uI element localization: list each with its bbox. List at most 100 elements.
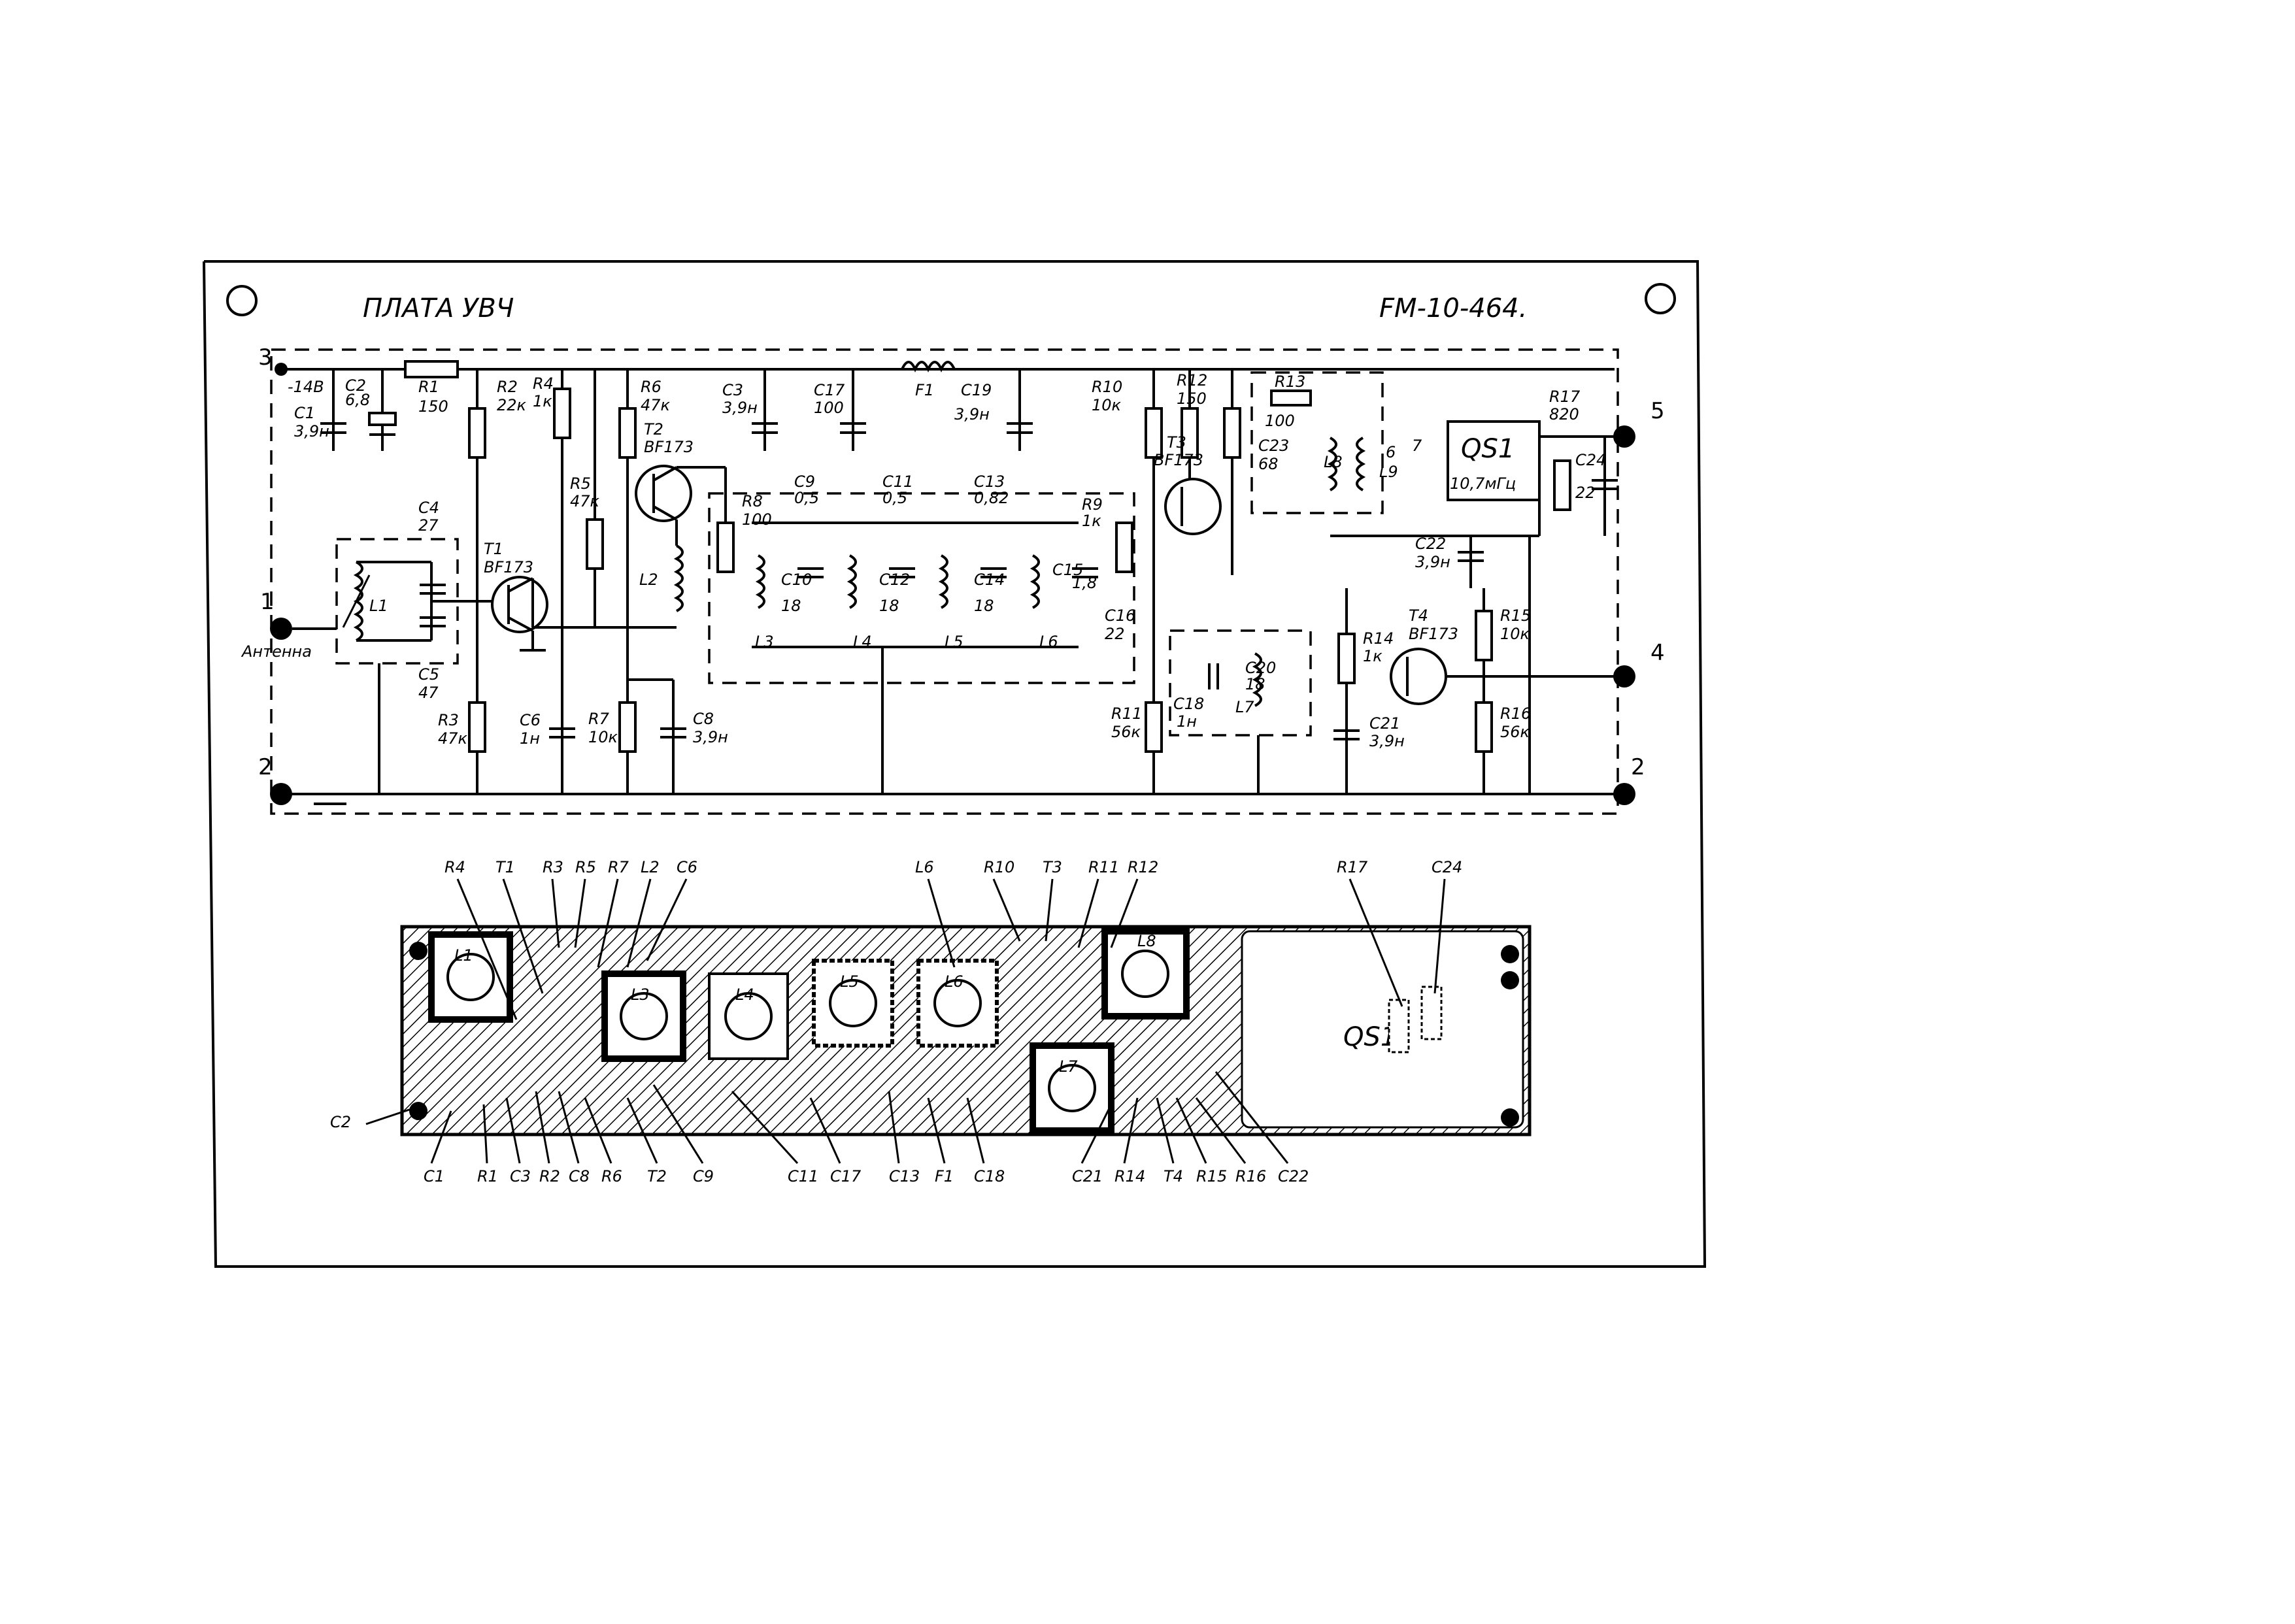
r1-value: 150 bbox=[418, 397, 448, 416]
t4-type: BF173 bbox=[1409, 625, 1458, 643]
r2-value: 22к bbox=[497, 396, 527, 414]
c2-value: 6,8 bbox=[345, 391, 370, 409]
svg-text:T1: T1 bbox=[495, 858, 515, 876]
r14-resistor bbox=[1337, 633, 1356, 684]
pcb-labels-bottom: C1 R1 C3 R2 C8 R6 T2 C9 C11 C17 C13 F1 C… bbox=[330, 1113, 1309, 1185]
svg-text:L6: L6 bbox=[1039, 633, 1058, 651]
board-code: FM-10-464. bbox=[1379, 293, 1527, 323]
if-filter-shield bbox=[1250, 371, 1384, 514]
svg-text:C3: C3 bbox=[510, 1167, 531, 1185]
pcb-leader-lines-bottom bbox=[365, 1071, 1289, 1165]
l7-label: L7 bbox=[1235, 698, 1254, 716]
c19-label: C19 bbox=[961, 381, 992, 399]
svg-text:L3: L3 bbox=[755, 633, 774, 651]
supply-label: -14В bbox=[288, 378, 324, 396]
c11-value: 0,5 bbox=[882, 489, 907, 507]
svg-text:L7: L7 bbox=[1059, 1057, 1078, 1076]
board-title: ПЛАТА УВЧ bbox=[363, 293, 514, 323]
c6-label: C6 bbox=[520, 711, 541, 729]
svg-text:R17: R17 bbox=[1337, 858, 1368, 876]
svg-text:R11: R11 bbox=[1088, 858, 1119, 876]
terminal-4: 4 bbox=[1613, 640, 1665, 688]
svg-text:R16: R16 bbox=[1235, 1167, 1266, 1185]
r7-value: 10к bbox=[588, 728, 618, 746]
r3-resistor bbox=[468, 701, 486, 753]
c23-label: C23 bbox=[1258, 437, 1289, 455]
c11-label: C11 bbox=[882, 472, 913, 491]
r5-resistor bbox=[586, 518, 604, 570]
svg-text:L5: L5 bbox=[945, 633, 963, 651]
r4-resistor bbox=[553, 388, 571, 439]
svg-text:R2: R2 bbox=[539, 1167, 560, 1185]
r12-label: R12 bbox=[1177, 371, 1207, 389]
svg-text:C9: C9 bbox=[693, 1167, 714, 1185]
coil-can-l7: L7 bbox=[1030, 1042, 1114, 1134]
svg-text:18: 18 bbox=[879, 597, 899, 615]
qs1-value: 10,7мГц bbox=[1450, 474, 1516, 493]
svg-text:L3: L3 bbox=[631, 986, 650, 1004]
r10-resistor bbox=[1145, 407, 1163, 459]
svg-text:R4: R4 bbox=[444, 858, 465, 876]
svg-text:5: 5 bbox=[1650, 398, 1665, 424]
c2-label: C2 bbox=[345, 376, 366, 395]
r8-label: R8 bbox=[742, 492, 763, 510]
c18-value: 1н bbox=[1177, 712, 1197, 731]
svg-text:C18: C18 bbox=[974, 1167, 1005, 1185]
svg-text:R6: R6 bbox=[601, 1167, 622, 1185]
pin6-label: 6 bbox=[1386, 443, 1396, 461]
l1-shield bbox=[335, 538, 459, 665]
r8-resistor bbox=[716, 522, 735, 573]
svg-text:L8: L8 bbox=[1137, 932, 1156, 950]
r11-resistor bbox=[1145, 701, 1163, 753]
c8-value: 3,9н bbox=[693, 728, 728, 746]
c1-label: C1 bbox=[294, 404, 315, 422]
r11-value: 56к bbox=[1111, 723, 1141, 741]
c6-value: 1н bbox=[520, 729, 540, 748]
r15-resistor bbox=[1475, 610, 1493, 661]
r10-label: R10 bbox=[1092, 378, 1122, 396]
r3-label: R3 bbox=[438, 711, 459, 729]
r5-label: R5 bbox=[570, 474, 591, 493]
svg-text:R7: R7 bbox=[608, 858, 629, 876]
r6-label: R6 bbox=[641, 378, 662, 396]
r9-label: R9 bbox=[1082, 495, 1103, 514]
c24-label: C24 bbox=[1575, 451, 1606, 469]
r16-label: R16 bbox=[1500, 704, 1531, 723]
svg-text:C15: C15 bbox=[1052, 561, 1083, 579]
svg-text:2: 2 bbox=[1631, 754, 1645, 780]
svg-text:C22: C22 bbox=[1278, 1167, 1309, 1185]
t3-transistor bbox=[1164, 478, 1222, 535]
c19-value: 3,9н bbox=[954, 405, 990, 423]
svg-text:R1: R1 bbox=[477, 1167, 498, 1185]
t2-type: BF173 bbox=[644, 438, 694, 456]
r6-resistor bbox=[618, 407, 637, 459]
t4-label: T4 bbox=[1409, 606, 1428, 625]
r5-value: 47к bbox=[570, 492, 600, 510]
svg-text:L4: L4 bbox=[735, 986, 754, 1004]
svg-text:2: 2 bbox=[258, 754, 273, 780]
svg-text:3: 3 bbox=[258, 344, 273, 371]
svg-text:F1: F1 bbox=[935, 1167, 954, 1185]
qs1-footprint bbox=[1241, 930, 1524, 1129]
t1-label: T1 bbox=[484, 540, 503, 558]
c17-label: C17 bbox=[814, 381, 845, 399]
r17-value: 820 bbox=[1549, 405, 1579, 423]
r13-resistor bbox=[1223, 407, 1241, 459]
svg-text:18: 18 bbox=[974, 597, 994, 615]
r6-value: 47к bbox=[641, 396, 671, 414]
svg-text:L6: L6 bbox=[945, 972, 963, 991]
svg-text:L2: L2 bbox=[641, 858, 660, 876]
r12-resistor bbox=[1181, 407, 1199, 459]
svg-text:R12: R12 bbox=[1128, 858, 1158, 876]
pcb-label-left: C2 bbox=[330, 1113, 351, 1131]
svg-text:T3: T3 bbox=[1043, 858, 1062, 876]
l4-tank: C12 18 L4 bbox=[846, 554, 915, 651]
r16-value: 56к bbox=[1500, 723, 1530, 741]
l2-label: L2 bbox=[639, 571, 658, 589]
t3-type: BF173 bbox=[1154, 451, 1203, 469]
f1-inductor bbox=[901, 361, 956, 373]
antenna-label: Антенна bbox=[241, 642, 312, 661]
t1-type: BF173 bbox=[484, 558, 533, 576]
svg-text:R5: R5 bbox=[575, 858, 596, 876]
f1-label: F1 bbox=[915, 381, 934, 399]
